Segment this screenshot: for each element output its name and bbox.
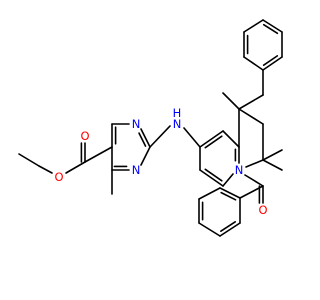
amine-nh-group: H N xyxy=(170,106,184,131)
amine-bond-left xyxy=(149,125,171,148)
phenyl-ring-bond-1 xyxy=(262,56,283,71)
pyrimidine-bond-2-3 xyxy=(140,146,151,166)
phenyl-link-bond xyxy=(238,94,264,110)
svg-text:N: N xyxy=(235,163,244,177)
benzoyl-ring-bond xyxy=(239,185,264,199)
pyrimidine-nitrogen-1: N xyxy=(130,117,142,131)
ester-oxygen-carbonyl: O xyxy=(79,129,91,143)
benzoyl-ring-bond-2 xyxy=(198,187,221,200)
pyrimidine-bond-1-2-inner xyxy=(138,132,147,147)
benzo-bond-5-4a xyxy=(222,130,240,148)
benzo-bond-6-5 xyxy=(199,130,224,148)
benzoyl-ring-bond-5-inner xyxy=(220,221,237,232)
svg-text:N: N xyxy=(132,117,141,131)
quaternary-methyl-bond xyxy=(222,92,240,110)
ester-oxygen-alkyl: O xyxy=(53,170,65,184)
atom-labels: O O N N H N N O xyxy=(53,106,269,217)
gem-methyl-bond-b xyxy=(262,159,283,171)
benzo-bond-6-5-inner xyxy=(204,135,223,149)
pyrimidine-bond-1-2 xyxy=(140,128,151,148)
phenyl-ring-bond-1-inner xyxy=(262,55,279,67)
benzoyl-ring-bond-1 xyxy=(219,187,241,199)
svg-text:H: H xyxy=(173,106,182,120)
amine-bond-right xyxy=(183,127,201,148)
svg-text:O: O xyxy=(80,129,89,143)
benzo-bond-8a-8 xyxy=(222,173,234,187)
phenyl-ring-bond-3 xyxy=(262,19,283,33)
ring-bond-4-3 xyxy=(238,108,264,125)
benzoyl-ring-bond-5 xyxy=(219,222,241,237)
svg-text:N: N xyxy=(132,163,141,177)
gem-methyl-bond-a xyxy=(262,149,283,161)
benzoyl-oxygen: O xyxy=(257,203,269,217)
ester-ring-bond xyxy=(84,146,113,163)
phenyl-ring-bond-6 xyxy=(243,56,264,71)
benzoyl-ring-bond-4 xyxy=(198,222,221,237)
ester-bond xyxy=(65,161,86,174)
svg-text:O: O xyxy=(54,170,63,184)
amide-bond xyxy=(244,174,264,187)
svg-text:N: N xyxy=(173,117,182,131)
benzo-bond-8-7-inner xyxy=(204,168,223,182)
pyrimidine-nitrogen-3: N xyxy=(130,163,142,177)
ethyl-bond xyxy=(18,153,40,167)
benzo-bond-8-7 xyxy=(199,169,224,187)
phenyl-ring-bond-4 xyxy=(243,19,264,33)
quinoline-nitrogen: N xyxy=(233,163,245,177)
ethyl-oxygen-bond xyxy=(38,165,53,174)
svg-text:O: O xyxy=(258,203,267,217)
benzoyl-ring-bond-1-inner xyxy=(220,191,237,201)
molecule-structure-diagram: O O N N H N N O xyxy=(18,19,283,237)
bond-lines xyxy=(18,19,283,237)
ring-bond-2-n xyxy=(245,159,264,168)
phenyl-ring-bond-3-inner xyxy=(262,23,279,35)
